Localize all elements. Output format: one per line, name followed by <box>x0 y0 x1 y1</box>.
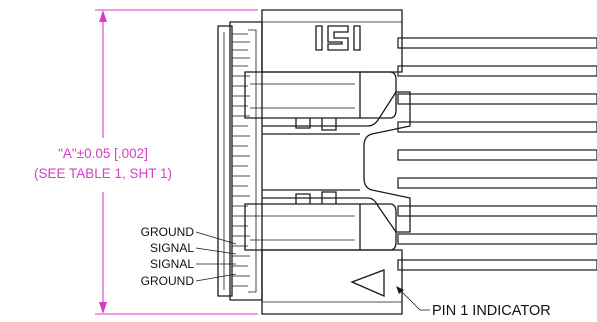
contact-pins <box>232 29 257 293</box>
wire <box>397 177 597 189</box>
pin1-triangle <box>350 269 385 297</box>
bottom-housing <box>261 249 403 315</box>
dimension-a: "A"±0.05 [.002] (SEE TABLE 1, SHT 1) <box>34 9 258 315</box>
wire <box>397 37 597 49</box>
wire-bundle <box>397 37 597 271</box>
pin-label-ground-2: GROUND <box>141 274 195 288</box>
dim-arrow-bottom <box>99 302 107 314</box>
wire <box>397 233 597 245</box>
wire <box>397 65 597 77</box>
pin-labels: GROUND SIGNAL SIGNAL GROUND <box>141 225 237 288</box>
logo-mark <box>315 25 361 51</box>
pin1-indicator-callout: PIN 1 INDICATOR <box>396 286 551 319</box>
wire <box>397 259 597 271</box>
middle-body <box>262 91 411 233</box>
dim-reference-label: (SEE TABLE 1, SHT 1) <box>34 166 172 181</box>
connector-body <box>217 9 411 315</box>
pin1-indicator-label: PIN 1 INDICATOR <box>432 303 551 319</box>
left-frame <box>229 21 263 301</box>
wire <box>397 149 597 161</box>
wire <box>397 121 597 133</box>
top-housing <box>261 9 403 73</box>
pin-label-ground-1: GROUND <box>141 225 195 239</box>
pin-label-signal-1: SIGNAL <box>150 241 194 255</box>
wire <box>397 205 597 217</box>
dim-arrow-top <box>99 10 107 22</box>
pin-label-signal-2: SIGNAL <box>150 257 194 271</box>
dim-value-label: "A"±0.05 [.002] <box>58 146 148 161</box>
wire <box>397 93 597 105</box>
